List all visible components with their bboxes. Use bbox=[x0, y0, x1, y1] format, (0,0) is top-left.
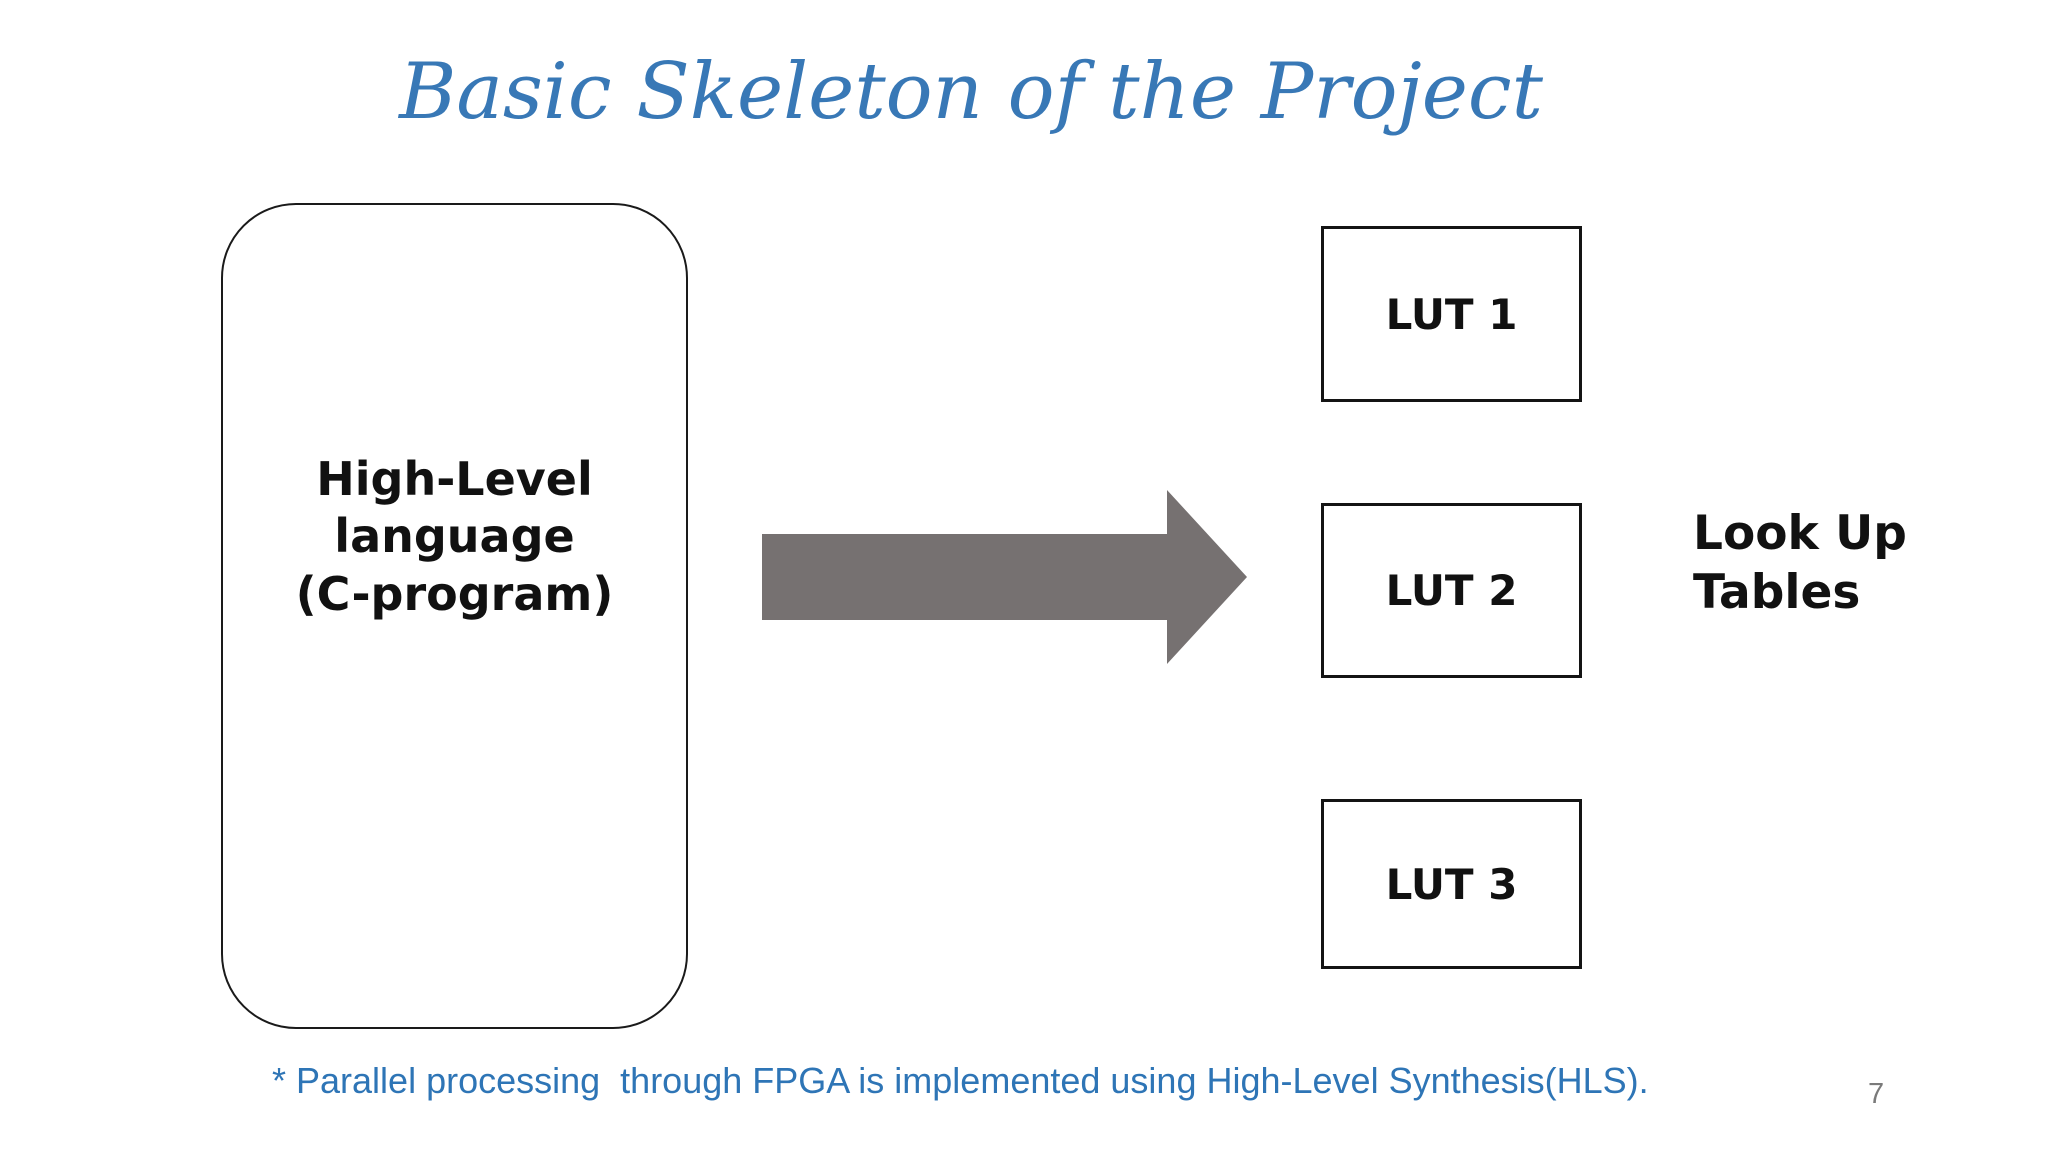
source-box-line1: High-Level language bbox=[316, 452, 593, 564]
source-box-line2: (C-program) bbox=[295, 566, 614, 621]
right-arrow-icon bbox=[762, 490, 1247, 664]
footnote: * Parallel processing through FPGA is im… bbox=[272, 1060, 1649, 1101]
high-level-language-box-text: High-Level language (C-program) bbox=[223, 451, 686, 622]
lut-group-label: Look Up Tables bbox=[1693, 506, 1907, 620]
lut-box-2: LUT 2 bbox=[1321, 503, 1582, 678]
lut-box-3-label: LUT 3 bbox=[1385, 859, 1518, 909]
lut-box-1: LUT 1 bbox=[1321, 226, 1582, 402]
high-level-language-box: High-Level language (C-program) bbox=[221, 203, 688, 1029]
lut-box-3: LUT 3 bbox=[1321, 799, 1582, 969]
lut-box-1-label: LUT 1 bbox=[1385, 289, 1518, 339]
page-number: 7 bbox=[1868, 1078, 1885, 1110]
slide-title: Basic Skeleton of the Project bbox=[399, 47, 1543, 137]
lut-box-2-label: LUT 2 bbox=[1385, 566, 1518, 615]
